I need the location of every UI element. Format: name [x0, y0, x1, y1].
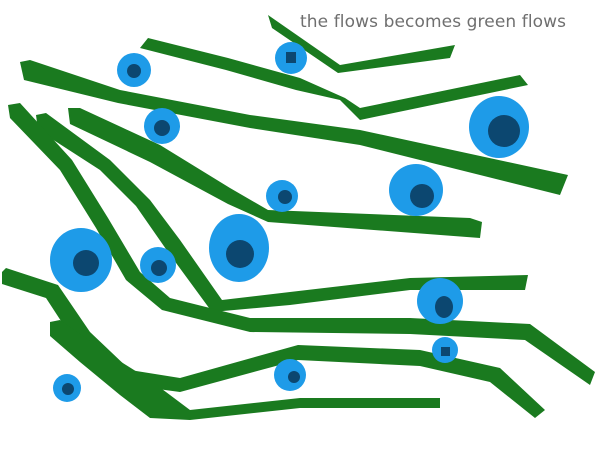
blue-cell-8 — [50, 228, 112, 292]
green-flow-6 — [8, 103, 595, 385]
green-flows — [2, 15, 595, 420]
green-flow-3 — [20, 60, 568, 195]
green-flow-2 — [140, 38, 528, 120]
blue-cell-11 — [432, 337, 458, 363]
blue-cell-2 — [275, 42, 307, 74]
blue-cell-12 — [274, 359, 306, 391]
blue-cell-13 — [53, 374, 81, 402]
caption-text: the flows becomes green flows — [300, 12, 567, 32]
blue-cell-6 — [266, 180, 298, 212]
green-flow-1 — [268, 15, 455, 73]
green-flow-4 — [68, 108, 482, 238]
blue-cell-9 — [140, 247, 176, 283]
blue-cells — [50, 42, 529, 402]
blue-cell-1 — [117, 53, 151, 87]
blue-cell-4 — [469, 96, 529, 158]
blue-cell-10 — [417, 278, 463, 324]
blue-cell-7 — [209, 214, 269, 282]
blue-cell-5 — [389, 164, 443, 216]
green-flow-8 — [50, 320, 440, 420]
blue-cell-3 — [144, 108, 180, 144]
